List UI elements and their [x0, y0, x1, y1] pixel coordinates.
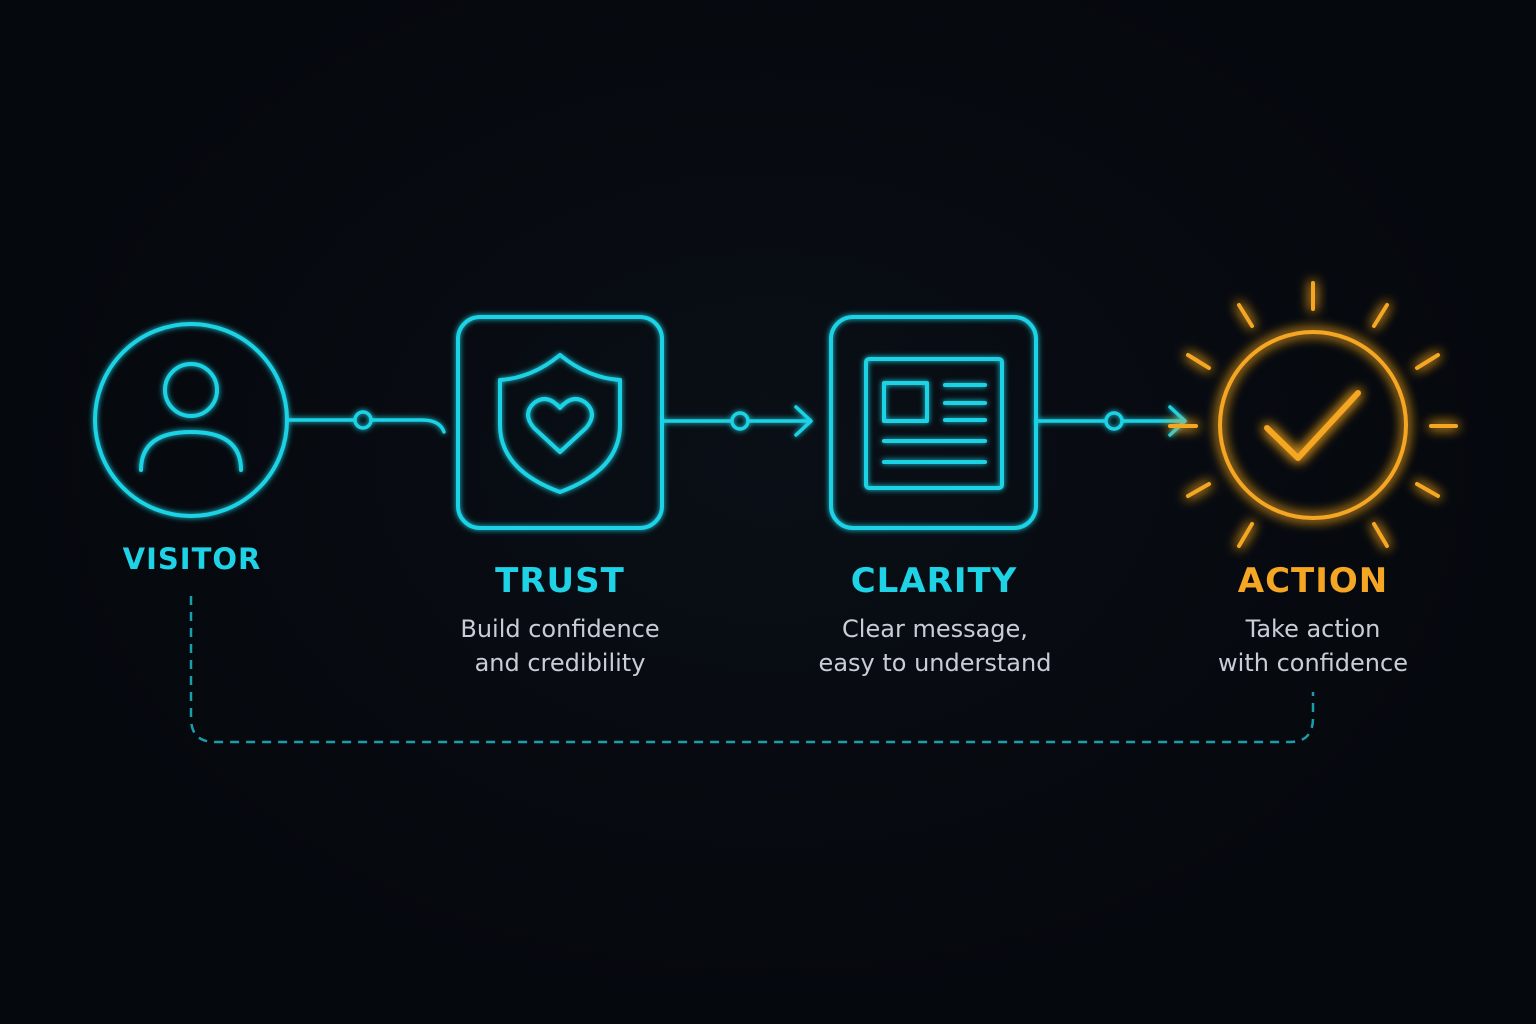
checkmark-icon [1264, 390, 1361, 461]
action-description: Take action with confidence [1153, 612, 1473, 680]
action-node [1168, 281, 1458, 548]
clarity-description-line-2: easy to understand [818, 649, 1052, 677]
user-icon [139, 362, 243, 472]
document-icon [864, 357, 1004, 490]
clarity-description-line-1: Clear message, [842, 615, 1028, 643]
trust-description: Build confidence and credibility [400, 612, 720, 680]
visitor-node [93, 322, 289, 518]
shield-heart-icon [498, 353, 622, 494]
connector-clarity-action [1035, 405, 1187, 437]
action-description-line-2: with confidence [1218, 649, 1408, 677]
connector-visitor-trust [286, 410, 446, 434]
trust-title: TRUST [495, 561, 625, 601]
clarity-title: CLARITY [850, 561, 1018, 601]
action-description-line-1: Take action [1245, 615, 1381, 643]
sun-rays [1168, 281, 1458, 548]
action-title: ACTION [1237, 561, 1389, 601]
feedback-loop-dashed [189, 596, 1315, 744]
trust-description-line-1: Build confidence [460, 615, 660, 643]
trust-description-line-2: and credibility [474, 649, 646, 677]
clarity-description: Clear message, easy to understand [770, 612, 1100, 680]
visitor-title: VISITOR [122, 542, 262, 576]
connector-trust-clarity [662, 405, 813, 437]
trust-node [456, 315, 664, 530]
clarity-node [829, 315, 1038, 530]
